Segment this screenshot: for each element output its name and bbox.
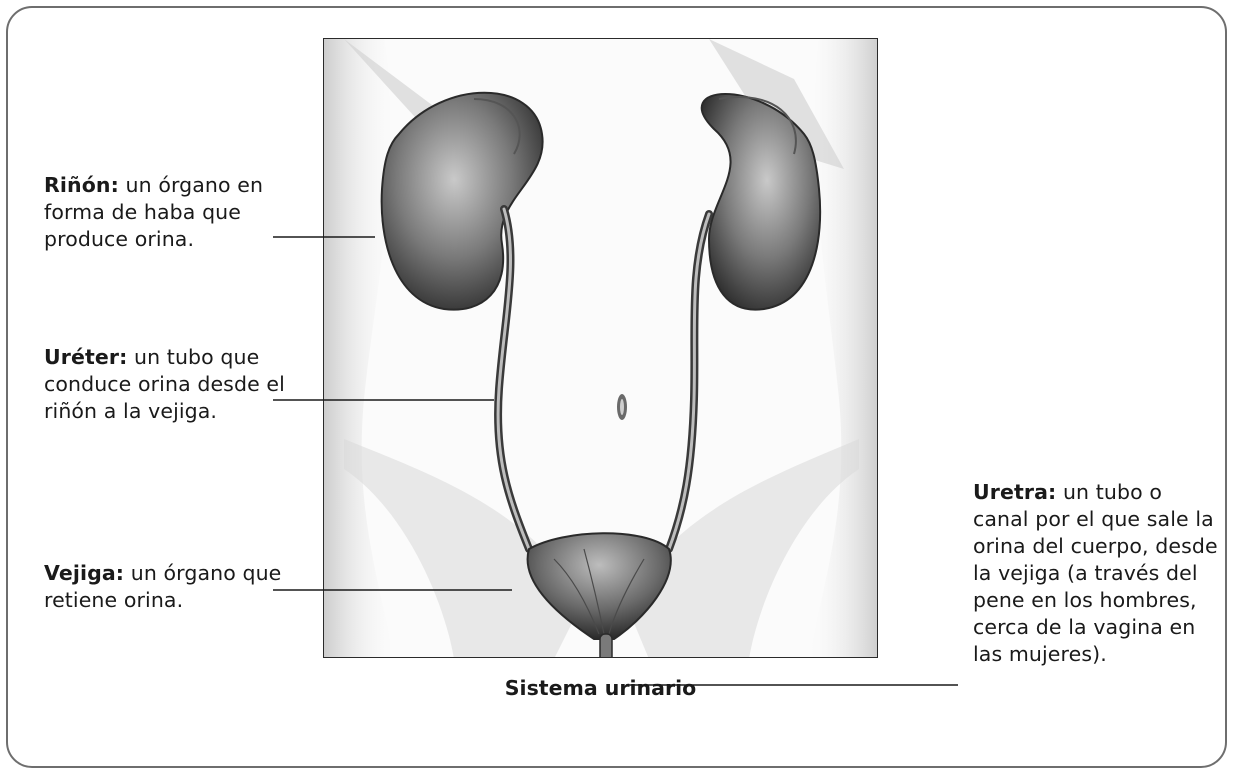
kidney-term: Riñón: [44,173,119,197]
bladder-label: Vejiga: un órgano que retiene orina. [44,560,294,614]
urethra-term: Uretra: [973,480,1056,504]
bladder-term: Vejiga: [44,561,124,585]
ureter-label: Uréter: un tubo que conduce orina desde … [44,344,294,425]
kidney-label: Riñón: un órgano en forma de haba que pr… [44,172,294,253]
ureter-term: Uréter: [44,345,127,369]
urethra-label: Uretra: un tubo o canal por el que sale … [973,479,1223,668]
urethra-description: un tubo o canal por el que sale la orina… [973,480,1218,666]
diagram-caption: Sistema urinario [323,676,878,700]
